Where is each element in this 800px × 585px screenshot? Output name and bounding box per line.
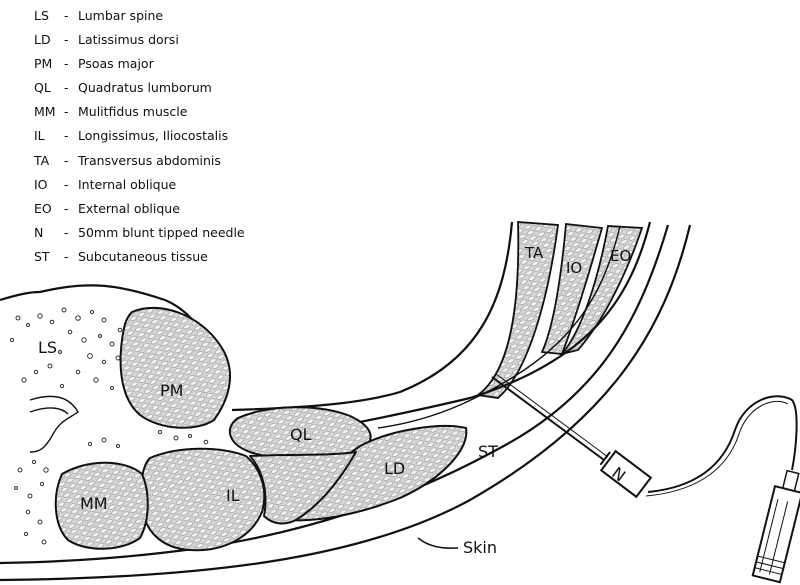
label-il: IL xyxy=(226,486,240,505)
spine-top-contour xyxy=(0,292,40,300)
label-mm: MM xyxy=(80,494,108,513)
label-ls: LS xyxy=(38,338,57,357)
needle xyxy=(492,374,797,497)
label-pm: PM xyxy=(160,381,183,400)
label-eo: EO xyxy=(610,247,631,265)
label-st: ST xyxy=(478,442,498,461)
label-ql: QL xyxy=(290,425,312,444)
fascia-line-inner xyxy=(232,222,512,410)
syringe xyxy=(753,469,800,583)
label-ld: LD xyxy=(384,459,405,478)
longissimus-iliocostalis-muscle xyxy=(141,449,264,550)
psoas-major-muscle xyxy=(121,308,230,428)
needle-tubing xyxy=(648,396,797,492)
skin-pointer xyxy=(418,538,458,548)
label-skin: Skin xyxy=(463,538,497,557)
label-io: IO xyxy=(566,259,582,277)
label-ta: TA xyxy=(524,244,544,262)
